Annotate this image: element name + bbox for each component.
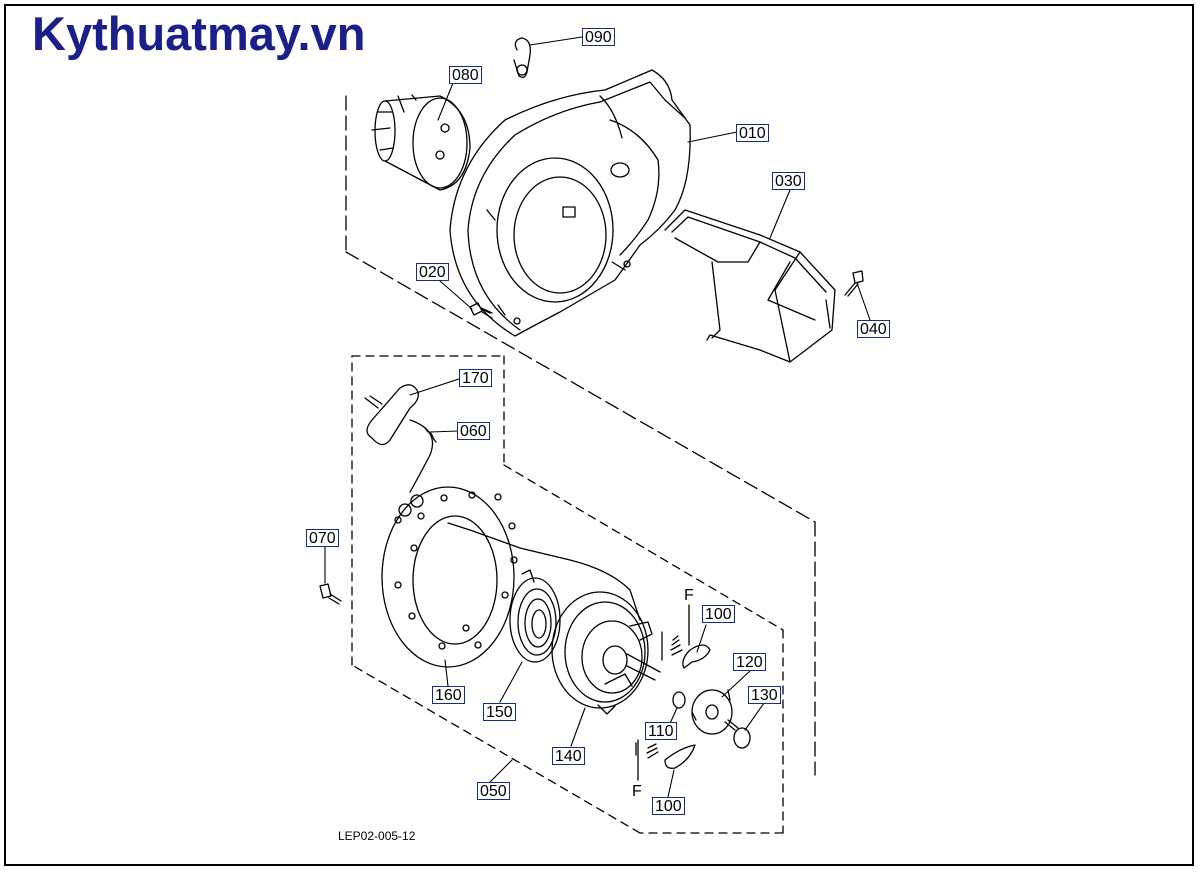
part-030-air-guide xyxy=(664,209,836,363)
part-120-plate xyxy=(691,689,733,735)
label-060: 060 xyxy=(457,422,490,440)
label-130: 130 xyxy=(748,686,781,704)
label-090: 090 xyxy=(582,28,615,46)
starter-assembly-outline xyxy=(351,355,784,834)
part-150-spring xyxy=(509,569,561,663)
label-080: 080 xyxy=(449,66,482,84)
part-080-cap xyxy=(371,94,471,191)
part-100-ratchet-lower xyxy=(646,743,696,769)
drawing-code: LEP02-005-12 xyxy=(338,829,416,843)
f-marker-top: F xyxy=(684,587,694,604)
part-010-fan-housing xyxy=(449,69,691,337)
label-140: 140 xyxy=(552,747,585,765)
label-040: 040 xyxy=(857,320,890,338)
label-030: 030 xyxy=(772,172,805,190)
label-100-lower: 100 xyxy=(652,797,685,815)
leader-lines xyxy=(324,36,871,798)
part-130-screw xyxy=(724,719,751,749)
site-logo: Kythuatmay.vn xyxy=(32,7,366,60)
label-100-upper: 100 xyxy=(702,605,735,623)
part-090-clip xyxy=(513,37,531,78)
label-120: 120 xyxy=(733,653,766,671)
part-060-rope xyxy=(409,419,437,493)
part-100-ratchet-upper xyxy=(670,635,711,669)
label-160: 160 xyxy=(432,686,465,704)
label-150: 150 xyxy=(483,703,516,721)
label-070: 070 xyxy=(306,529,339,547)
part-110-washer xyxy=(672,691,686,709)
part-070-bolt xyxy=(319,583,342,605)
f-marker-lines xyxy=(635,604,690,781)
label-050: 050 xyxy=(477,782,510,800)
part-020-bolt xyxy=(469,302,493,319)
part-040-bolt xyxy=(844,270,864,297)
part-160-starter-case xyxy=(381,486,641,668)
f-marker-bottom: F xyxy=(632,783,642,800)
label-010: 010 xyxy=(736,124,769,142)
part-170-handle xyxy=(364,384,419,446)
label-020: 020 xyxy=(416,263,449,281)
diagram-frame xyxy=(4,4,1194,866)
label-110: 110 xyxy=(645,722,677,740)
part-140-reel xyxy=(551,591,661,715)
upper-assembly-outline xyxy=(345,95,816,776)
label-170: 170 xyxy=(459,369,492,387)
